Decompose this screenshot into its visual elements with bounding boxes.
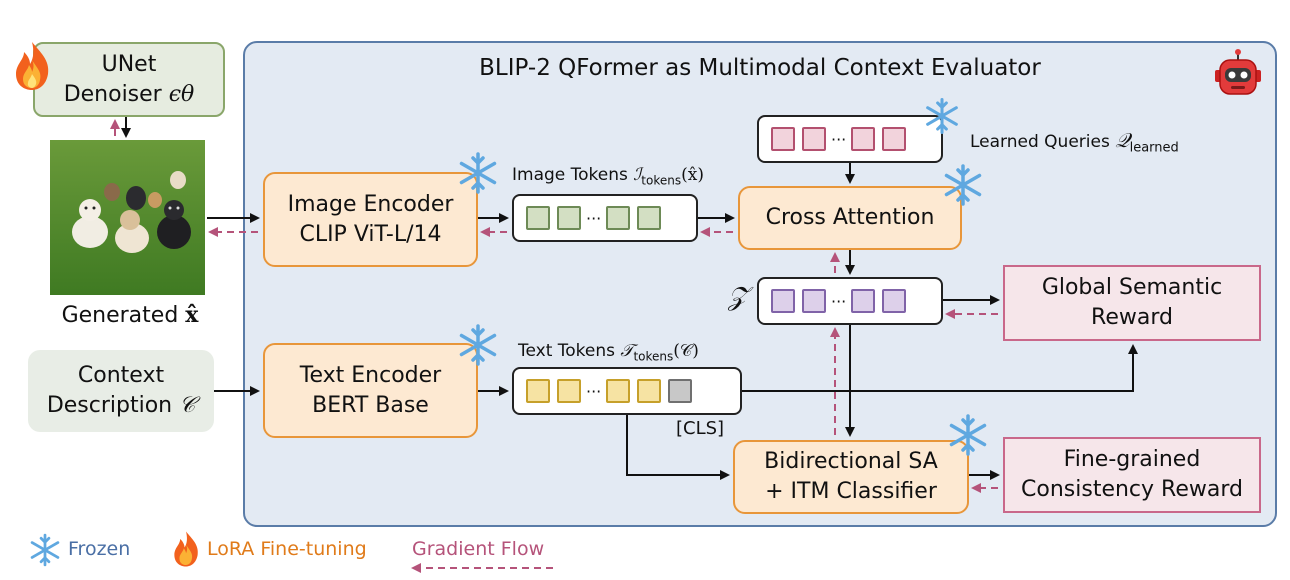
image-encoder-model: CLIP ViT-L/14 [299, 221, 442, 247]
context-label: Context [77, 363, 165, 388]
legend-frozen: Frozen [68, 538, 131, 560]
context-description-label: Description [46, 393, 173, 418]
query-token [802, 127, 826, 151]
snowflake-icon [455, 322, 501, 368]
cls-to-global-arrow [742, 344, 1138, 392]
legend-lora: LoRA Fine-tuning [207, 538, 367, 560]
z-tokens-box: ··· [757, 277, 943, 325]
image-tokens-subscript: tokens [641, 173, 682, 188]
image-token [557, 206, 581, 230]
snowflake-icon [940, 162, 986, 208]
ellipsis: ··· [831, 291, 847, 311]
gradient-arrows [110, 119, 998, 493]
image-tokens-caption: Image Tokens ℐtokens(x̂) [512, 165, 704, 187]
text-tokens-to-classifier-arrow [626, 415, 730, 480]
text-tokens-label: Text Tokens [518, 341, 616, 361]
generated-image [50, 140, 205, 295]
image-encoder-box: Image Encoder CLIP ViT-L/14 [263, 172, 478, 267]
global-semantic-reward-box: Global Semantic Reward [1003, 265, 1261, 341]
unet-denoiser-label: Denoiser [63, 82, 162, 107]
z-token [882, 289, 907, 313]
z-token [802, 289, 826, 313]
unet-label: UNet [101, 52, 157, 77]
legend-gradient-arrow [411, 563, 553, 573]
snowflake-icon [455, 150, 501, 196]
cls-label: [CLS] [676, 418, 725, 439]
unet-symbol: ϵθ [168, 82, 195, 107]
learned-queries-subscript: learned [1129, 140, 1179, 156]
image-tokens-symbol: ℐ [633, 165, 642, 185]
learned-queries-box: ··· [757, 115, 943, 163]
context-symbol: 𝒞 [179, 393, 196, 418]
image-tokens-label: Image Tokens [512, 165, 628, 185]
legend-snowflake-icon [27, 532, 63, 568]
z-token [771, 289, 795, 313]
text-token [557, 379, 581, 403]
dog-shapes [72, 171, 191, 253]
image-token [637, 206, 662, 230]
legend-fire-icon [170, 530, 202, 568]
image-tokens-box: ··· [512, 194, 698, 242]
generated-symbol: x̂ [185, 302, 199, 328]
robot-icon [1212, 48, 1264, 100]
fire-icon [10, 40, 54, 92]
text-tokens-box: ··· [512, 367, 742, 415]
query-token [771, 127, 795, 151]
panel-title: BLIP-2 QFormer as Multimodal Context Eva… [479, 55, 1041, 81]
z-symbol: 𝒵 [728, 282, 748, 313]
image-tokens-arg: (x̂) [681, 165, 704, 185]
classifier-label: Bidirectional SA [764, 449, 938, 474]
learned-queries-label: Learned Queries [970, 132, 1110, 152]
text-encoder-label: Text Encoder [299, 362, 442, 388]
global-reward-label: Global Semantic [1041, 275, 1223, 300]
snowflake-icon [922, 96, 962, 136]
unet-denoiser-box: UNet Denoiser ϵθ [33, 42, 225, 117]
cross-attention-label: Cross Attention [765, 205, 935, 230]
generated-label: Generated [61, 303, 179, 328]
text-tokens-caption: Text Tokens 𝒯tokens(𝒞) [518, 341, 699, 363]
text-token [606, 379, 631, 403]
forward-arrows [121, 117, 1138, 480]
generated-caption: Generated x̂ [50, 302, 210, 328]
global-reward-label-2: Reward [1091, 305, 1173, 330]
ellipsis: ··· [831, 129, 847, 149]
text-token [637, 379, 662, 403]
snowflake-icon [945, 412, 991, 458]
classifier-head-label: + ITM Classifier [765, 479, 937, 504]
image-token [606, 206, 631, 230]
ellipsis: ··· [586, 208, 602, 228]
text-tokens-subscript: tokens [633, 349, 674, 364]
fine-reward-label: Fine-grained [1063, 447, 1201, 472]
cross-attention-box: Cross Attention [738, 186, 962, 250]
z-symbol-text: 𝒵 [728, 282, 748, 312]
learned-queries-symbol: 𝒬 [1115, 128, 1130, 152]
text-encoder-box: Text Encoder BERT Base [263, 343, 478, 438]
text-encoder-model: BERT Base [312, 392, 429, 418]
legend-gradient: Gradient Flow [412, 538, 545, 560]
learned-queries-caption: Learned Queries 𝒬learned [970, 128, 1179, 155]
query-token [851, 127, 876, 151]
itm-classifier-box: Bidirectional SA + ITM Classifier [733, 440, 969, 514]
text-tokens-symbol: 𝒯 [620, 341, 634, 361]
fine-grained-reward-box: Fine-grained Consistency Reward [1003, 437, 1261, 513]
text-token [526, 379, 550, 403]
context-description-box: Context Description 𝒞 [28, 350, 214, 432]
text-tokens-arg: (𝒞) [673, 341, 699, 361]
query-token [882, 127, 907, 151]
cls-token [668, 379, 693, 403]
z-token [851, 289, 876, 313]
image-token [526, 206, 550, 230]
fine-reward-label-2: Consistency Reward [1021, 477, 1243, 502]
ellipsis: ··· [586, 381, 602, 401]
image-encoder-label: Image Encoder [287, 191, 454, 217]
